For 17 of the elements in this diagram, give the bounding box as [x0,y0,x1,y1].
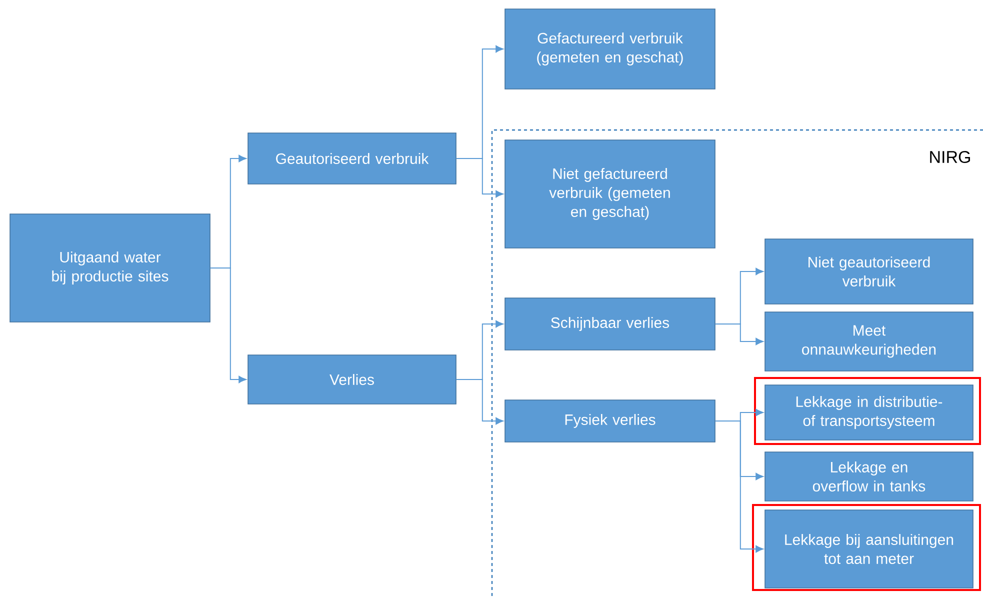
arrow [714,420,764,553]
arrow [714,324,764,346]
process-box: Gefactureerd verbruik (gemeten en geschat) [504,8,716,90]
process-box: Fysiek verlies [504,400,716,442]
arrow [456,379,504,425]
arrow [210,268,246,384]
process-box: Verlies [248,354,456,404]
arrow [456,158,504,198]
process-box: Lekkage in distributie- of transportsysteem [764,384,974,440]
process-box: Uitgaand water bij productie sites [10,214,210,322]
process-box: Meet onnauwkeurigheden [764,312,974,372]
process-box: Geautoriseerd verbruik [248,132,456,184]
process-box: Schijnbaar verlies [504,298,716,350]
process-box: Lekkage en overflow in tanks [764,452,974,502]
process-box: Lekkage bij aansluitingen tot aan meter [764,510,974,588]
process-box: Niet geautoriseerd verbruik [764,238,974,304]
process-box: Niet gefactureerd verbruik (gemeten en geschat) [504,140,716,248]
